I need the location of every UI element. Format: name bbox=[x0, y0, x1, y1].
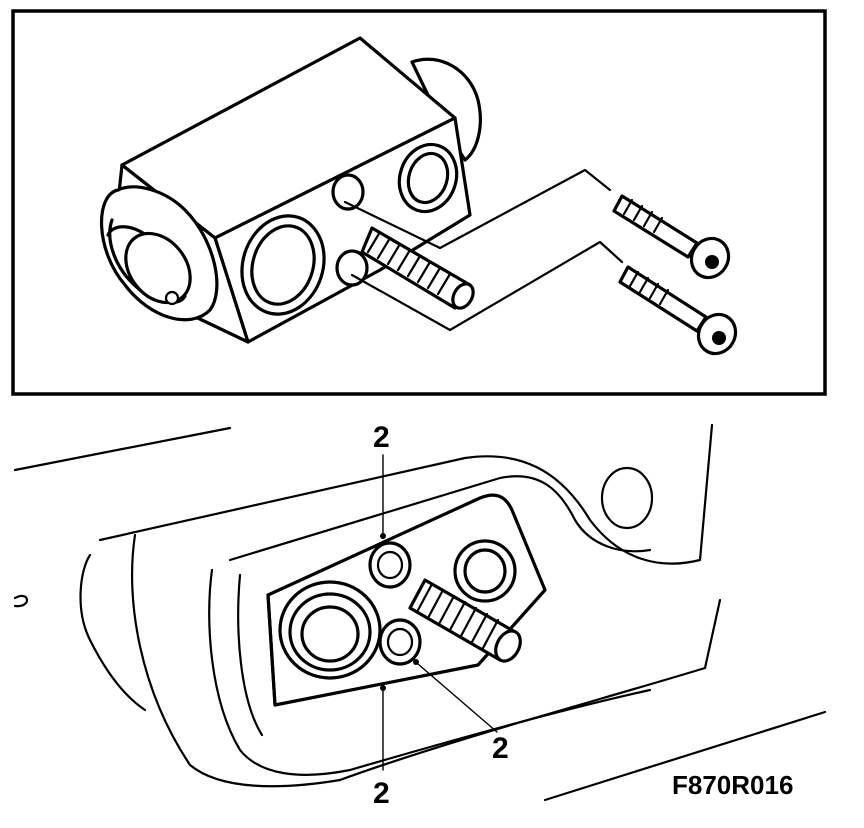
screw-upper bbox=[612, 194, 731, 280]
callout-label-top: 2 bbox=[373, 421, 390, 454]
expansion-valve-block bbox=[100, 36, 482, 344]
figure-reference: F870R016 bbox=[672, 770, 793, 800]
stud-threads-installed bbox=[415, 582, 500, 650]
callout-label-right: 2 bbox=[492, 732, 509, 765]
callout-label-bottom: 2 bbox=[373, 777, 390, 810]
screw-lower bbox=[618, 265, 738, 356]
stud-threads bbox=[366, 230, 452, 296]
inset-panel bbox=[11, 9, 827, 396]
callout-leaders bbox=[380, 454, 498, 771]
installed-view bbox=[13, 423, 827, 802]
